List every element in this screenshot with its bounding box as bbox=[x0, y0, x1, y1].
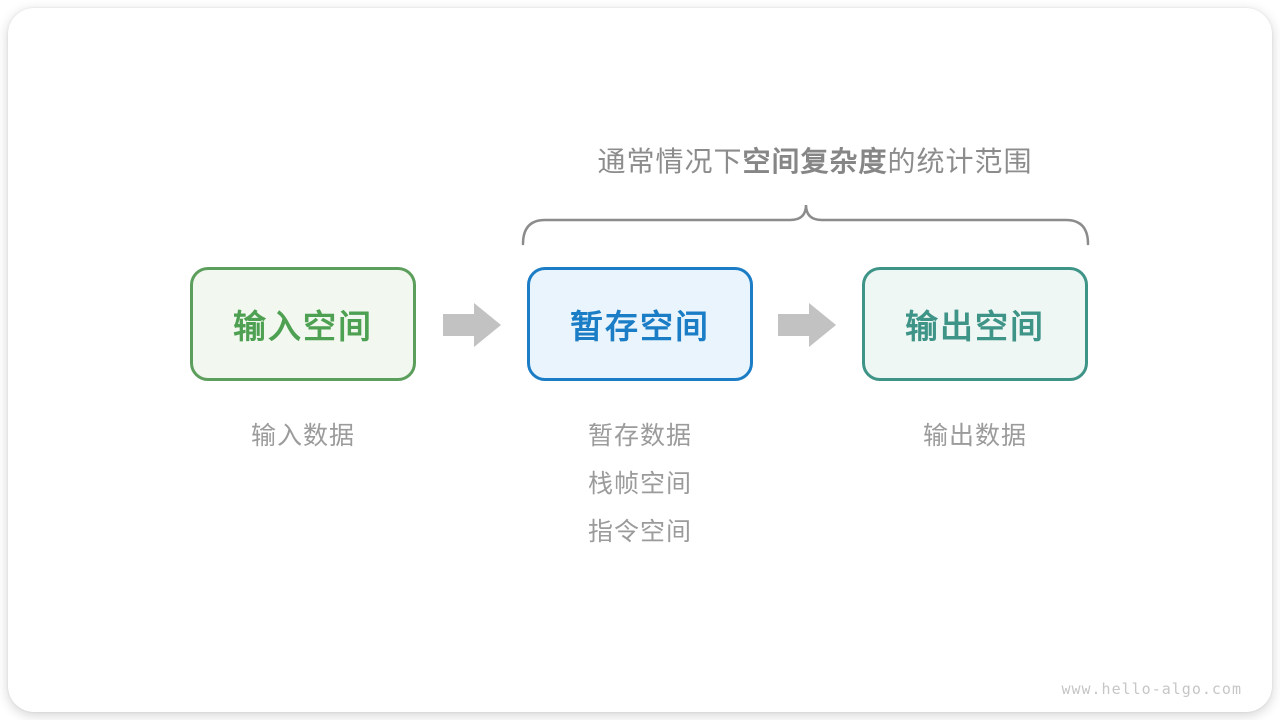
caption-line: 指令空间 bbox=[587, 518, 692, 546]
caption-temporary-items: 暂存数据 栈帧空间 指令空间 bbox=[527, 412, 753, 556]
box-input-space-label: 输入空间 bbox=[233, 308, 373, 345]
box-temporary-space-label: 暂存空间 bbox=[570, 308, 710, 345]
scope-title-suffix: 的统计范围 bbox=[887, 146, 1033, 177]
diagram-card: 通常情况下空间复杂度的统计范围 输入空间 暂存空间 输出空间 输入数据 暂存数据… bbox=[8, 8, 1272, 712]
diagram-shapes bbox=[443, 204, 1090, 347]
caption-line: 暂存数据 bbox=[587, 422, 692, 450]
caption-input-data: 输入数据 bbox=[190, 412, 416, 460]
box-temporary-space: 暂存空间 bbox=[527, 267, 753, 381]
scope-brace-icon bbox=[521, 204, 1090, 246]
box-input-space: 输入空间 bbox=[190, 267, 416, 381]
caption-line: 输出数据 bbox=[922, 422, 1027, 450]
watermark: www.hello-algo.com bbox=[1061, 680, 1242, 698]
scope-title-prefix: 通常情况下 bbox=[597, 146, 743, 177]
caption-line: 输入数据 bbox=[250, 422, 355, 450]
caption-output-data: 输出数据 bbox=[862, 412, 1088, 460]
box-output-space: 输出空间 bbox=[862, 267, 1088, 381]
box-output-space-label: 输出空间 bbox=[905, 308, 1045, 345]
scope-title-bold: 空间复杂度 bbox=[742, 146, 888, 177]
arrow-right-icon bbox=[778, 303, 836, 347]
caption-line: 栈帧空间 bbox=[587, 470, 692, 498]
scope-title: 通常情况下空间复杂度的统计范围 bbox=[500, 140, 1130, 180]
arrow-right-icon bbox=[443, 303, 501, 347]
